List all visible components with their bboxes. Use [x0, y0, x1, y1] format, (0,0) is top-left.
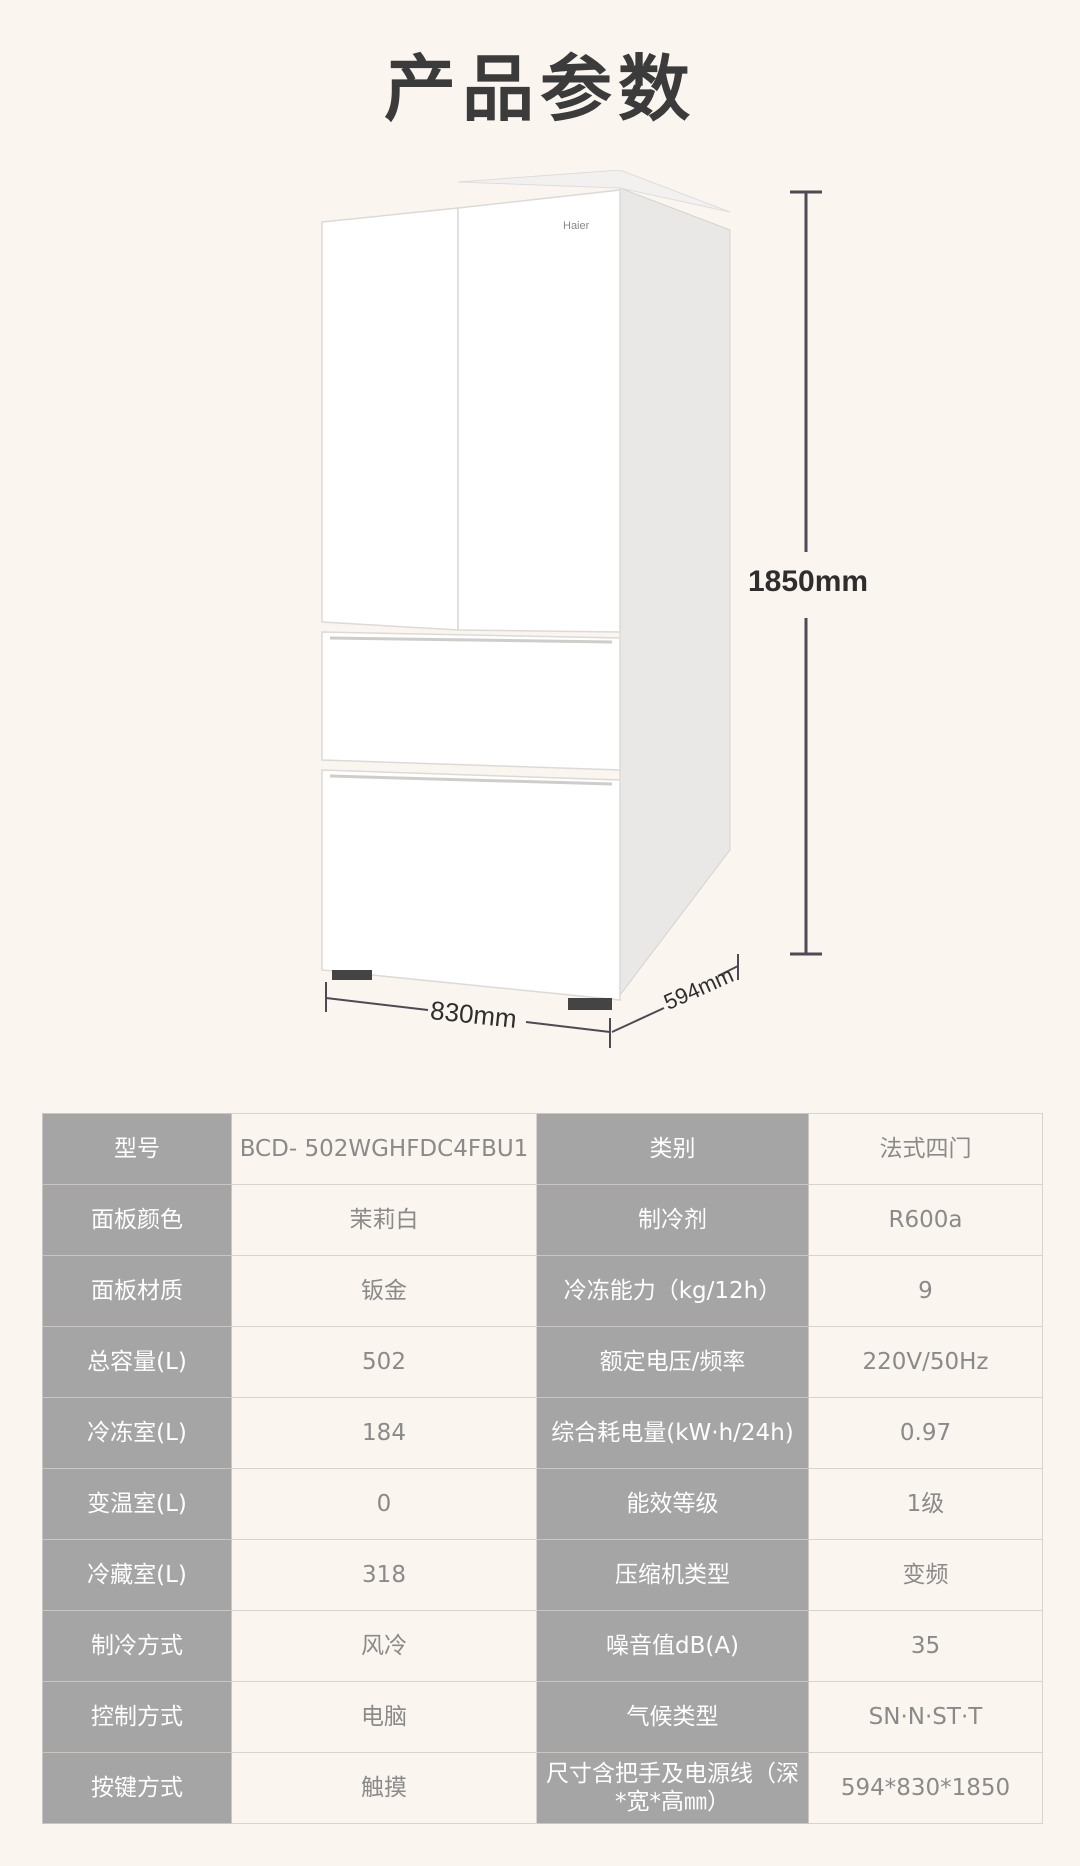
spec-label: 综合耗电量(kW·h/24h)	[536, 1397, 809, 1469]
spec-value: 钣金	[231, 1255, 537, 1327]
table-row: 面板颜色 茉莉白 制冷剂 R600a	[42, 1184, 1043, 1256]
refrigerator-illustration	[321, 170, 822, 1048]
spec-value: 184	[231, 1397, 537, 1469]
spec-label: 能效等级	[536, 1468, 809, 1540]
spec-label: 气候类型	[536, 1681, 809, 1753]
spec-value: 电脑	[231, 1681, 537, 1753]
spec-value: 502	[231, 1326, 537, 1398]
spec-value: 0.97	[808, 1397, 1043, 1469]
spec-label: 制冷剂	[536, 1184, 809, 1256]
spec-value: 触摸	[231, 1752, 537, 1824]
spec-label: 控制方式	[42, 1681, 232, 1753]
spec-label: 尺寸含把手及电源线（深*宽*高㎜）	[536, 1752, 809, 1824]
table-row: 总容量(L) 502 额定电压/频率 220V/50Hz	[42, 1326, 1043, 1398]
spec-label: 类别	[536, 1113, 809, 1185]
spec-label: 制冷方式	[42, 1610, 232, 1682]
spec-label: 压缩机类型	[536, 1539, 809, 1611]
spec-table: 型号 BCD- 502WGHFDC4FBU1 类别 法式四门 面板颜色 茉莉白 …	[42, 1113, 1043, 1824]
spec-label: 型号	[42, 1113, 232, 1185]
spec-label: 总容量(L)	[42, 1326, 232, 1398]
table-row: 按键方式 触摸 尺寸含把手及电源线（深*宽*高㎜） 594*830*1850	[42, 1752, 1043, 1824]
brand-logo: Haier	[563, 220, 590, 232]
spec-value: 594*830*1850	[808, 1752, 1043, 1824]
spec-label: 面板材质	[42, 1255, 232, 1327]
spec-value: 35	[808, 1610, 1043, 1682]
spec-label: 面板颜色	[42, 1184, 232, 1256]
table-row: 控制方式 电脑 气候类型 SN·N·ST·T	[42, 1681, 1043, 1753]
spec-value: 法式四门	[808, 1113, 1043, 1185]
spec-value: 茉莉白	[231, 1184, 537, 1256]
spec-value: 318	[231, 1539, 537, 1611]
spec-label: 噪音值dB(A)	[536, 1610, 809, 1682]
spec-value: R600a	[808, 1184, 1043, 1256]
spec-value: 变频	[808, 1539, 1043, 1611]
spec-label: 额定电压/频率	[536, 1326, 809, 1398]
spec-value: 风冷	[231, 1610, 537, 1682]
spec-value: 1级	[808, 1468, 1043, 1540]
spec-label: 冷冻能力（kg/12h）	[536, 1255, 809, 1327]
table-row: 面板材质 钣金 冷冻能力（kg/12h） 9	[42, 1255, 1043, 1327]
table-row: 型号 BCD- 502WGHFDC4FBU1 类别 法式四门	[42, 1113, 1043, 1185]
spec-value: SN·N·ST·T	[808, 1681, 1043, 1753]
spec-label: 冷冻室(L)	[42, 1397, 232, 1469]
product-dimension-figure: Haier 1850mm 830mm 594mm	[0, 170, 1080, 1090]
page-title: 产品参数	[383, 47, 696, 131]
table-row: 冷冻室(L) 184 综合耗电量(kW·h/24h) 0.97	[42, 1397, 1043, 1469]
spec-value: BCD- 502WGHFDC4FBU1	[231, 1113, 537, 1185]
spec-label: 冷藏室(L)	[42, 1539, 232, 1611]
spec-label: 按键方式	[42, 1752, 232, 1824]
height-dimension: 1850mm	[748, 565, 869, 598]
spec-label: 变温室(L)	[42, 1468, 232, 1540]
table-row: 变温室(L) 0 能效等级 1级	[42, 1468, 1043, 1540]
spec-value: 9	[808, 1255, 1043, 1327]
spec-value: 220V/50Hz	[808, 1326, 1043, 1398]
table-row: 制冷方式 风冷 噪音值dB(A) 35	[42, 1610, 1043, 1682]
table-row: 冷藏室(L) 318 压缩机类型 变频	[42, 1539, 1043, 1611]
spec-value: 0	[231, 1468, 537, 1540]
